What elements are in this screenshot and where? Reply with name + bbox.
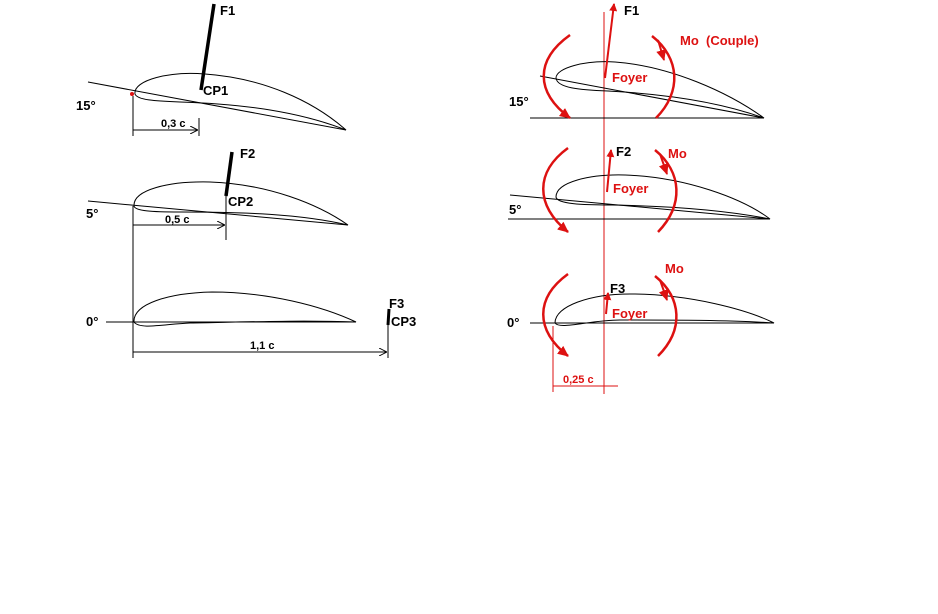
force-arrow [224, 151, 234, 197]
airfoil-outline [555, 61, 765, 119]
force-arrow [386, 308, 391, 326]
right-row-15: F1 Foyer Mo (Couple) 15° [509, 3, 765, 120]
center-label: Foyer [612, 70, 647, 85]
angle-label: 15° [76, 98, 96, 113]
angle-label: 5° [509, 202, 521, 217]
leading-edge-dot [130, 92, 134, 96]
force-arrow [603, 292, 612, 315]
angle-label: 15° [509, 94, 529, 109]
chord-line [539, 75, 765, 119]
center-label: Foyer [612, 306, 647, 321]
force-label: F1 [220, 3, 235, 18]
moment-arrow-head [658, 153, 669, 175]
angle-label: 5° [86, 206, 98, 221]
distance-label: 1,1 c [250, 340, 274, 352]
cp-label: CP2 [228, 194, 253, 209]
force-arrow [199, 3, 216, 91]
distance-label: 0,3 c [161, 118, 185, 130]
right-row-0: F3 Foyer Mo 0° 0,25 c [507, 261, 775, 392]
moment-arc-right [654, 149, 678, 233]
force-arrow [604, 3, 618, 79]
force-label: F3 [389, 296, 404, 311]
distance-label: 0,5 c [165, 214, 189, 226]
moment-arrow-head [658, 279, 669, 301]
right-panel: F1 Foyer Mo (Couple) 15° F2 Foyer Mo 5° [507, 3, 775, 394]
center-label: Foyer [613, 181, 648, 196]
moment-label: Mo [665, 261, 684, 276]
chord-line [87, 200, 349, 226]
angle-label: 0° [507, 315, 519, 330]
moment-arrow-head [656, 39, 666, 61]
left-row-15: F1 CP1 15° 0,3 c [76, 3, 347, 136]
force-label: F2 [616, 144, 631, 159]
moment-arc-left [542, 272, 569, 357]
chord-line [87, 81, 347, 131]
distance-label: 0,25 c [563, 374, 594, 386]
airfoil-outline [133, 291, 357, 327]
cp-label: CP1 [203, 83, 228, 98]
right-row-5: F2 Foyer Mo 5° [508, 144, 771, 233]
moment-arc-left [542, 33, 571, 120]
force-label: F1 [624, 3, 639, 18]
airfoil-outline [133, 181, 349, 226]
left-row-0: F3 CP3 0° 1,1 c [86, 206, 416, 358]
moment-arc-right [654, 275, 678, 357]
airfoil-outline [134, 72, 347, 131]
force-label: F3 [610, 281, 625, 296]
cp-label: CP3 [391, 314, 416, 329]
left-panel: F1 CP1 15° 0,3 c F2 CP2 5° 0,5 c F3 C [76, 3, 416, 358]
airfoil-outline [554, 293, 775, 326]
moment-label: Mo (Couple) [680, 33, 759, 48]
moment-arc-right [651, 35, 676, 119]
left-row-5: F2 CP2 5° 0,5 c [86, 146, 349, 240]
moment-label: Mo [668, 146, 687, 161]
airfoil-outline [555, 174, 771, 220]
force-arrow [606, 149, 615, 193]
moment-arc-left [542, 146, 569, 233]
chord-line [509, 194, 771, 220]
angle-label: 0° [86, 314, 98, 329]
force-label: F2 [240, 146, 255, 161]
